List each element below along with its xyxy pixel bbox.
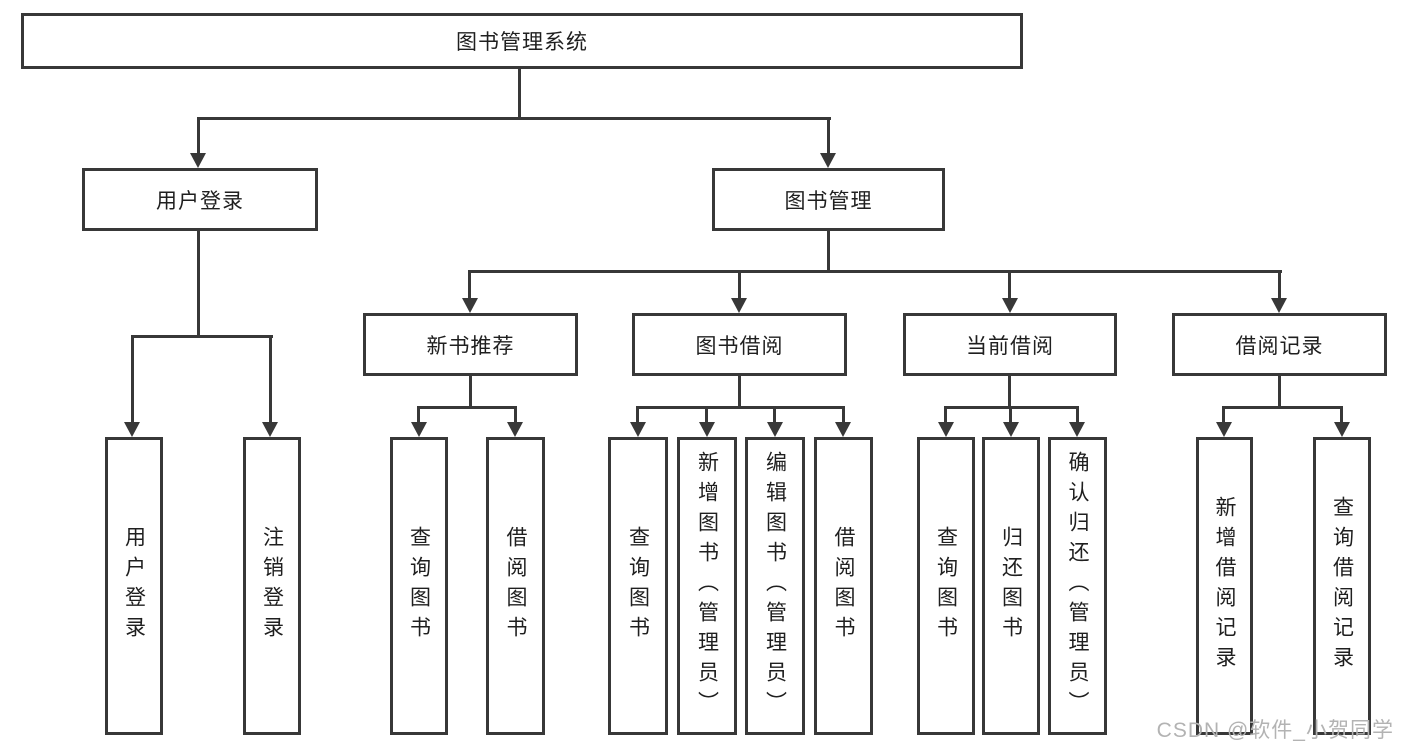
arrow-query-record <box>1334 422 1350 437</box>
connector-drop-book-borrow <box>738 270 741 300</box>
arrow-query-books-3 <box>938 422 954 437</box>
node-add-book-admin: 新增图书（管理员） <box>677 437 737 735</box>
arrow-return-books <box>1003 422 1019 437</box>
connector-drop-book-mgmt <box>827 117 830 155</box>
connector-drop-borrow-records <box>1278 270 1281 300</box>
arrow-add-book <box>699 422 715 437</box>
connector-drop-borrow-books-2 <box>842 406 845 424</box>
connector-book-borrow-stem <box>738 376 741 409</box>
node-confirm-return-admin: 确认归还（管理员） <box>1048 437 1107 735</box>
connector-drop-current-borrow <box>1008 270 1011 300</box>
connector-level2-rail <box>197 117 831 120</box>
node-borrow-records: 借阅记录 <box>1172 313 1387 376</box>
node-book-management: 图书管理 <box>712 168 945 231</box>
connector-new-book-stem <box>469 376 472 409</box>
arrow-login-leaf <box>124 422 140 437</box>
connector-drop-return-books <box>1009 406 1012 424</box>
arrow-user-login <box>190 153 206 168</box>
node-new-book-recommend: 新书推荐 <box>363 313 578 376</box>
connector-drop-add-record <box>1222 406 1225 424</box>
connector-drop-confirm-return <box>1076 406 1079 424</box>
node-book-borrow: 图书借阅 <box>632 313 847 376</box>
node-edit-book-admin: 编辑图书（管理员） <box>745 437 805 735</box>
connector-drop-user-login <box>197 117 200 155</box>
node-logout-leaf: 注销登录 <box>243 437 301 735</box>
arrow-borrow-books-2 <box>835 422 851 437</box>
arrow-borrow-records <box>1271 298 1287 313</box>
node-current-borrow: 当前借阅 <box>903 313 1117 376</box>
arrow-confirm-return <box>1069 422 1085 437</box>
connector-drop-logout-leaf <box>269 335 272 424</box>
node-query-books-3: 查询图书 <box>917 437 975 735</box>
arrow-add-record <box>1216 422 1232 437</box>
node-query-books-2: 查询图书 <box>608 437 668 735</box>
node-add-borrow-record: 新增借阅记录 <box>1196 437 1253 735</box>
connector-new-book-rail <box>417 406 517 409</box>
connector-level3-rail <box>468 270 1282 273</box>
connector-drop-login-leaf <box>131 335 134 424</box>
node-query-books-1: 查询图书 <box>390 437 448 735</box>
arrow-new-book <box>462 298 478 313</box>
connector-borrow-records-rail <box>1222 406 1343 409</box>
connector-drop-query-books-2 <box>636 406 639 424</box>
connector-drop-query-books-1 <box>417 406 420 424</box>
connector-drop-query-record <box>1340 406 1343 424</box>
node-user-login-leaf: 用户登录 <box>105 437 163 735</box>
connector-book-mgmt-stem <box>827 231 830 273</box>
connector-drop-edit-book <box>773 406 776 424</box>
connector-user-login-rail <box>131 335 273 338</box>
connector-drop-query-books-3 <box>944 406 947 424</box>
arrow-current-borrow <box>1002 298 1018 313</box>
connector-borrow-records-stem <box>1278 376 1281 409</box>
connector-root-stem <box>518 69 521 120</box>
connector-current-borrow-stem <box>1008 376 1011 409</box>
node-query-borrow-record: 查询借阅记录 <box>1313 437 1371 735</box>
arrow-query-books-2 <box>630 422 646 437</box>
arrow-edit-book <box>767 422 783 437</box>
arrow-book-mgmt <box>820 153 836 168</box>
connector-drop-borrow-books-1 <box>514 406 517 424</box>
node-user-login: 用户登录 <box>82 168 318 231</box>
arrow-borrow-books-1 <box>507 422 523 437</box>
arrow-logout-leaf <box>262 422 278 437</box>
connector-drop-new-book <box>468 270 471 300</box>
arrow-book-borrow <box>731 298 747 313</box>
watermark-text: CSDN @软件_小贺同学 <box>1156 719 1394 742</box>
arrow-query-books-1 <box>411 422 427 437</box>
connector-drop-add-book <box>705 406 708 424</box>
node-library-system-root: 图书管理系统 <box>21 13 1023 69</box>
node-borrow-books-2: 借阅图书 <box>814 437 873 735</box>
connector-book-borrow-rail <box>636 406 845 409</box>
node-return-books: 归还图书 <box>982 437 1040 735</box>
node-borrow-books-1: 借阅图书 <box>486 437 545 735</box>
connector-user-login-stem <box>197 231 200 338</box>
